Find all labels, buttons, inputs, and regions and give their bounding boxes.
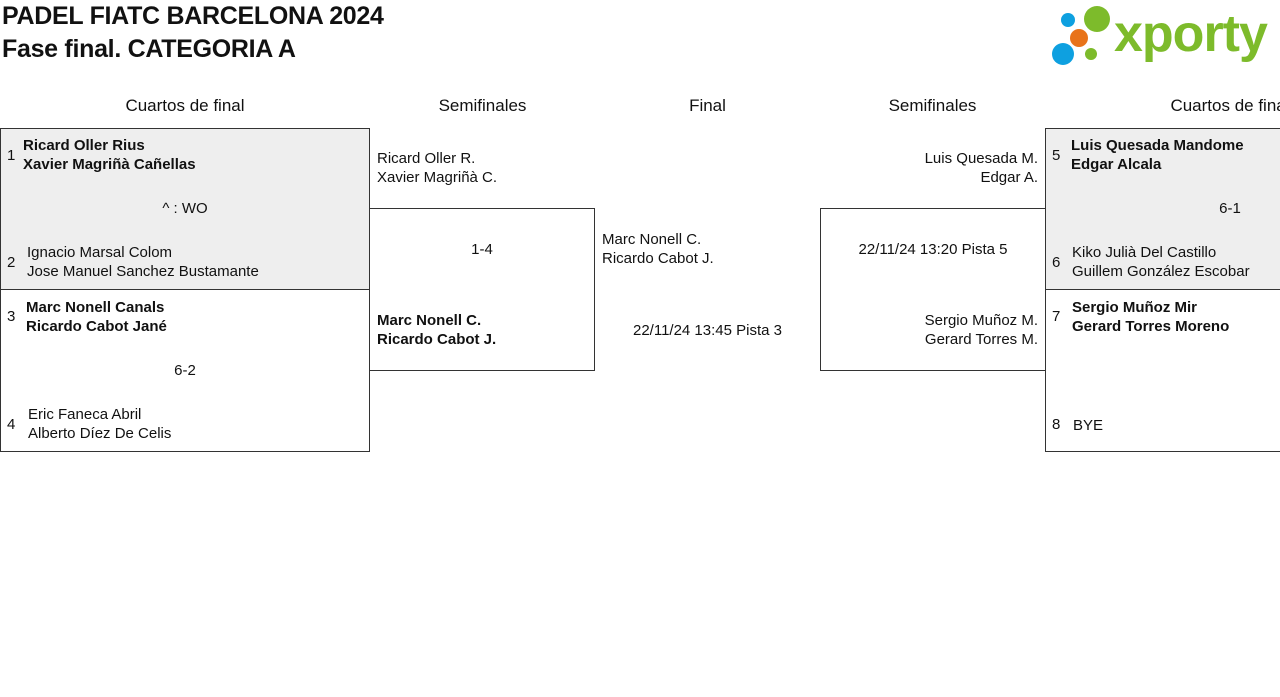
match-result: ^ : WO <box>162 200 208 217</box>
final-team-name: Marc Nonell C. <box>602 231 702 248</box>
semifinal-team-name: Marc Nonell C. <box>377 312 482 329</box>
player-name: Ricard Oller Rius <box>23 137 145 154</box>
seed-7: 7 <box>1052 308 1061 325</box>
column-header-left-quarters: Cuartos de final <box>125 96 245 115</box>
player-name: Guillem González Escobar <box>1072 263 1250 280</box>
column-header-left-semis: Semifinales <box>438 96 527 115</box>
page-subtitle: Fase final. CATEGORIA A <box>2 35 296 63</box>
semifinal-team-name: Gerard Torres M. <box>924 331 1038 348</box>
player-name: Ignacio Marsal Colom <box>27 244 173 261</box>
column-header-right-semis: Semifinales <box>888 96 977 115</box>
page-title: PADEL FIATC BARCELONA 2024 <box>2 2 384 30</box>
semifinal-team-name: Edgar A. <box>980 169 1038 186</box>
semifinal-team-name: Xavier Magriñà C. <box>377 169 498 186</box>
player-name: Xavier Magriñà Cañellas <box>23 156 196 173</box>
logo-dot-orange-icon <box>1070 29 1088 47</box>
match-right-quarter-1[interactable] <box>1045 128 1280 290</box>
player-name: Marc Nonell Canals <box>26 299 165 316</box>
logo-text: xporty <box>1114 5 1268 63</box>
player-name: Eric Faneca Abril <box>28 406 142 423</box>
player-name: Luis Quesada Mandome <box>1071 137 1244 154</box>
player-name: Ricardo Cabot Jané <box>26 318 167 335</box>
semifinal-team-name: Ricard Oller R. <box>377 150 476 167</box>
match-result: 1-4 <box>471 241 493 258</box>
seed-2: 2 <box>7 254 16 271</box>
logo-dot-blue-large-icon <box>1052 43 1074 65</box>
seed-8: 8 <box>1052 416 1061 433</box>
semifinal-team-name: Ricardo Cabot J. <box>377 331 497 348</box>
column-header-final: Final <box>689 96 726 115</box>
match-left-semifinal[interactable] <box>369 208 595 371</box>
player-name-bye: BYE <box>1073 417 1104 434</box>
match-right-quarter-2[interactable] <box>1045 289 1280 452</box>
final-team-name: Ricardo Cabot J. <box>602 250 714 267</box>
player-name: Kiko Julià Del Castillo <box>1072 244 1217 261</box>
seed-3: 3 <box>7 308 16 325</box>
player-name: Sergio Muñoz Mir <box>1072 299 1197 316</box>
semifinal-team-name: Luis Quesada M. <box>924 150 1038 167</box>
logo-dot-green-small-icon <box>1085 48 1097 60</box>
logo-dot-green-icon <box>1084 6 1110 32</box>
seed-5: 5 <box>1052 147 1061 164</box>
match-result: 6-1 <box>1219 200 1241 217</box>
match-left-quarter-1[interactable] <box>0 128 370 290</box>
player-name: Edgar Alcala <box>1071 156 1162 173</box>
logo-dot-blue-small-icon <box>1061 13 1075 27</box>
match-schedule: 22/11/24 13:20 Pista 5 <box>858 241 1008 258</box>
player-name: Jose Manuel Sanchez Bustamante <box>27 263 259 280</box>
match-result: 6-2 <box>174 362 196 379</box>
seed-6: 6 <box>1052 254 1061 271</box>
final-schedule: 22/11/24 13:45 Pista 3 <box>632 322 782 339</box>
column-header-right-quarters: Cuartos de final <box>1170 96 1280 115</box>
player-name: Alberto Díez De Celis <box>28 425 172 442</box>
semifinal-team-name: Sergio Muñoz M. <box>924 312 1038 329</box>
player-name: Gerard Torres Moreno <box>1072 318 1230 335</box>
xporty-logo[interactable]: xporty <box>1050 4 1278 68</box>
seed-1: 1 <box>7 147 16 164</box>
seed-4: 4 <box>7 416 16 433</box>
